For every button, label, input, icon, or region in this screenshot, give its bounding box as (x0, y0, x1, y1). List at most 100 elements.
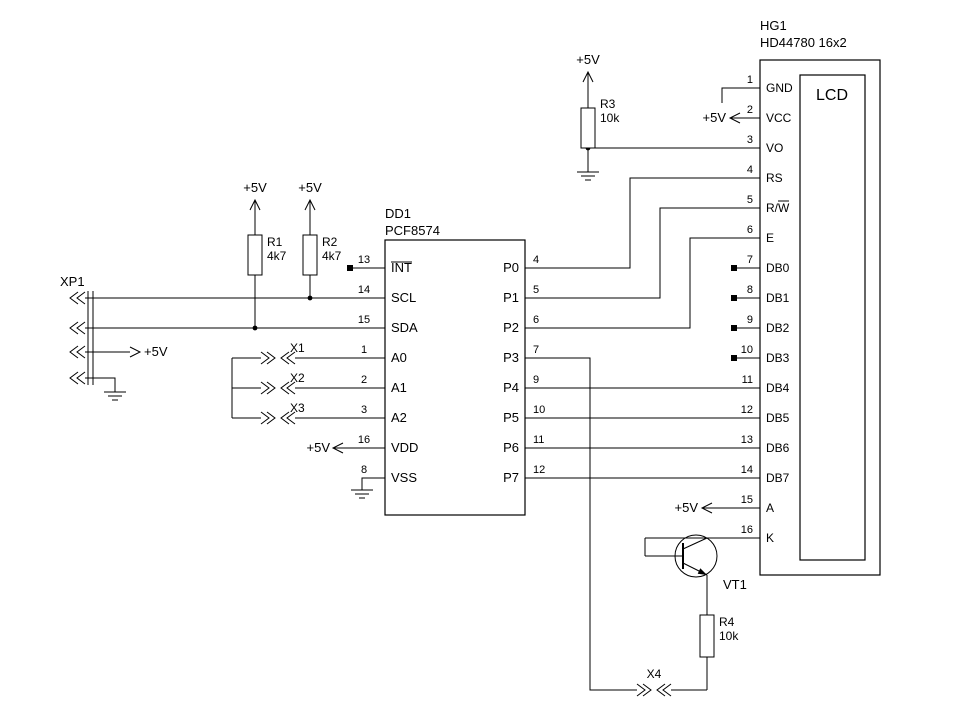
dd1-pin-name-scl: SCL (391, 290, 416, 305)
ic-hg1: HG1 HD44780 16x2 LCD GND VCC VO RS R/W E… (741, 18, 881, 576)
no-connect-square-db1 (731, 295, 737, 301)
vt1-collector (682, 537, 708, 550)
hg1-pin-num-10: 10 (741, 344, 753, 356)
hg1-pin-name-db5: DB5 (766, 411, 790, 425)
wire-p0-rs (525, 177, 760, 269)
hg1-pin-num-9: 9 (747, 314, 753, 326)
vt1-emitter-arrow (697, 568, 707, 575)
ic-dd1: DD1 PCF8574 INT SCL SDA A0 A1 A2 VDD VSS… (358, 206, 545, 516)
hg1-pin-num-3: 3 (747, 134, 753, 146)
dd1-pin-num-15: 15 (358, 314, 370, 326)
hg1-pin-name-db3: DB3 (766, 351, 790, 365)
jumper-x3-label: X3 (290, 401, 305, 415)
hg1-pin-name-db6: DB6 (766, 441, 790, 455)
r4-body (699, 614, 715, 658)
dd1-pin-num-16: 16 (358, 434, 370, 446)
hg1-pin-name-rs: RS (766, 171, 783, 185)
ground-symbol-xp1 (104, 391, 126, 401)
hg1-pin-num-14: 14 (741, 464, 753, 476)
power-arrow-left-a: +5V (675, 500, 713, 515)
dd1-pin-num-8: 8 (361, 464, 367, 476)
r3-value: 10k (600, 111, 620, 125)
hg1-pin-num-1: 1 (747, 74, 753, 86)
dd1-pin-name-p3: P3 (503, 350, 519, 365)
no-connect-square-db0 (731, 265, 737, 271)
dd1-pin-name-a0: A0 (391, 350, 407, 365)
vt1-circle (674, 534, 718, 578)
dd1-pin-num-3: 3 (361, 404, 367, 416)
hg1-pin-name-e: E (766, 231, 774, 245)
hg1-pin-name-vcc: VCC (766, 111, 792, 125)
hg1-pin-name-db2: DB2 (766, 321, 790, 335)
hg1-ref: HG1 (760, 18, 787, 33)
dd1-pin-num-12: 12 (533, 464, 545, 476)
wire-p2-e (525, 237, 760, 329)
dd1-pin-name-vdd: VDD (391, 440, 418, 455)
power-label-r1: +5V (243, 180, 267, 195)
connector-xp1: XP1 (60, 274, 94, 385)
no-connect-square-db3 (731, 355, 737, 361)
no-connect-square-int (347, 265, 353, 271)
vt1-ref: VT1 (723, 577, 747, 592)
dd1-pin-name-sda: SDA (391, 320, 418, 335)
hg1-pin-name-gnd: GND (766, 81, 793, 95)
dd1-pin-name-vss: VSS (391, 470, 417, 485)
dd1-pin-name-p1: P1 (503, 290, 519, 305)
dd1-pin-num-11: 11 (533, 434, 544, 446)
hg1-pin-num-6: 6 (747, 224, 753, 236)
dd1-pin-name-p0: P0 (503, 260, 519, 275)
r1-body (247, 234, 263, 276)
hg1-pin-name-db7: DB7 (766, 471, 790, 485)
resistor-r4: R4 10k (699, 614, 739, 658)
hg1-pin-num-16: 16 (741, 524, 753, 536)
hg1-pin-num-7: 7 (747, 254, 753, 266)
r3-body (580, 107, 596, 149)
hg1-part: HD44780 16x2 (760, 35, 847, 50)
hg1-pin-num-2: 2 (747, 104, 753, 116)
dd1-part: PCF8574 (385, 223, 440, 238)
wire-p3-x4 (525, 357, 637, 691)
hg1-pin-num-5: 5 (747, 194, 753, 206)
hg1-pin-num-4: 4 (747, 164, 753, 176)
r1-value: 4k7 (267, 249, 287, 263)
jumper-x4-label: X4 (647, 667, 662, 681)
dd1-ref: DD1 (385, 206, 411, 221)
jumper-x1: X1 (260, 341, 305, 365)
dd1-pin-name-p7: P7 (503, 470, 519, 485)
power-arrow-up-r2: +5V (298, 180, 322, 211)
dd1-pin-name-a2: A2 (391, 410, 407, 425)
hg1-pin-name-rw: R/W (766, 201, 790, 215)
resistor-r1: R1 4k7 (247, 234, 287, 276)
power-label-r2: +5V (298, 180, 322, 195)
power-label-r3: +5V (576, 52, 600, 67)
dd1-body (384, 239, 526, 516)
hg1-pin-num-8: 8 (747, 284, 753, 296)
ground-symbol-r3 (577, 171, 599, 181)
dd1-pin-name-int: INT (391, 260, 412, 275)
dd1-pin-name-p5: P5 (503, 410, 519, 425)
dd1-pin-num-2: 2 (361, 374, 367, 386)
dd1-pin-num-5: 5 (533, 284, 539, 296)
wire-xp1-gnd (85, 377, 116, 392)
dd1-pin-num-7: 7 (533, 344, 539, 356)
hg1-screen-label: LCD (816, 87, 848, 104)
r2-ref: R2 (322, 235, 338, 249)
r3-ref: R3 (600, 97, 616, 111)
dd1-pin-name-a1: A1 (391, 380, 407, 395)
dd1-pin-name-p6: P6 (503, 440, 519, 455)
power-arrow-right-xp1: +5V (129, 344, 168, 359)
hg1-pin-name-db4: DB4 (766, 381, 790, 395)
hg1-pin-name-k: K (766, 531, 774, 545)
dd1-pin-num-6: 6 (533, 314, 539, 326)
resistor-r3: R3 10k (580, 97, 620, 149)
r1-ref: R1 (267, 235, 283, 249)
jumper-x2: X2 (260, 371, 305, 395)
dd1-pin-num-1: 1 (361, 344, 367, 356)
power-arrow-left-vdd: +5V (307, 440, 344, 455)
hg1-pin-name-vo: VO (766, 141, 783, 155)
power-symbols: +5V +5V +5V +5V +5V +5V +5V (129, 52, 741, 515)
power-label-vdd: +5V (307, 440, 331, 455)
dd1-pin-name-p2: P2 (503, 320, 519, 335)
r2-value: 4k7 (322, 249, 342, 263)
